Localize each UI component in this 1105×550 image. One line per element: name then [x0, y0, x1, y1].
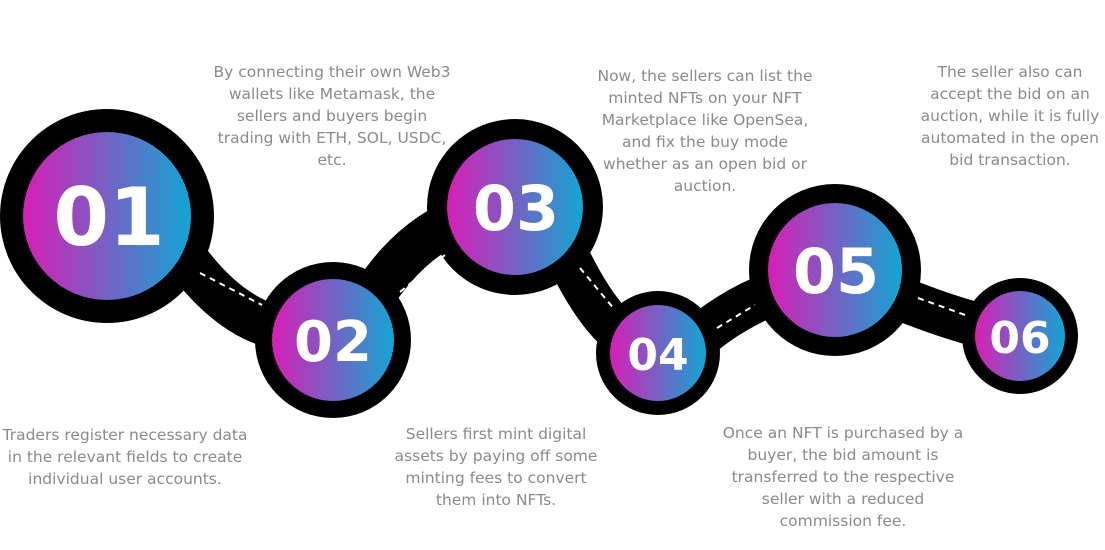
- dash-03-04: [579, 267, 616, 311]
- step-bubble-02: 02: [255, 262, 411, 418]
- step-number: 06: [989, 313, 1050, 364]
- dashed-guides: [199, 254, 969, 329]
- step-number: 03: [473, 172, 559, 245]
- step-bubble-06: 06: [962, 278, 1078, 394]
- step-number: 04: [627, 330, 688, 381]
- step-bubble-05: 05: [749, 184, 921, 356]
- step-bubble-03: 03: [427, 119, 603, 295]
- step-05-description: Once an NFT is purchased by a buyer, the…: [722, 424, 964, 530]
- step-bubble-01: 01: [0, 109, 214, 323]
- step-number: 01: [53, 171, 164, 264]
- dash-01-02: [199, 272, 263, 306]
- dash-05-06: [917, 297, 969, 317]
- step-04-description: Now, the sellers can list the minted NFT…: [597, 67, 813, 195]
- step-03-description: Sellers first mint digital assets by pay…: [394, 425, 598, 509]
- dash-02-03: [399, 254, 446, 293]
- step-02-description: By connecting their own Web3 wallets lik…: [213, 63, 451, 169]
- dash-04-05: [716, 304, 756, 329]
- step-number: 05: [793, 235, 879, 308]
- step-number: 02: [294, 310, 372, 375]
- step-06-description: The seller also can accept the bid on an…: [920, 63, 1100, 169]
- step-01-description: Traders register necessary data in the r…: [2, 426, 248, 488]
- step-bubble-04: 04: [596, 291, 720, 415]
